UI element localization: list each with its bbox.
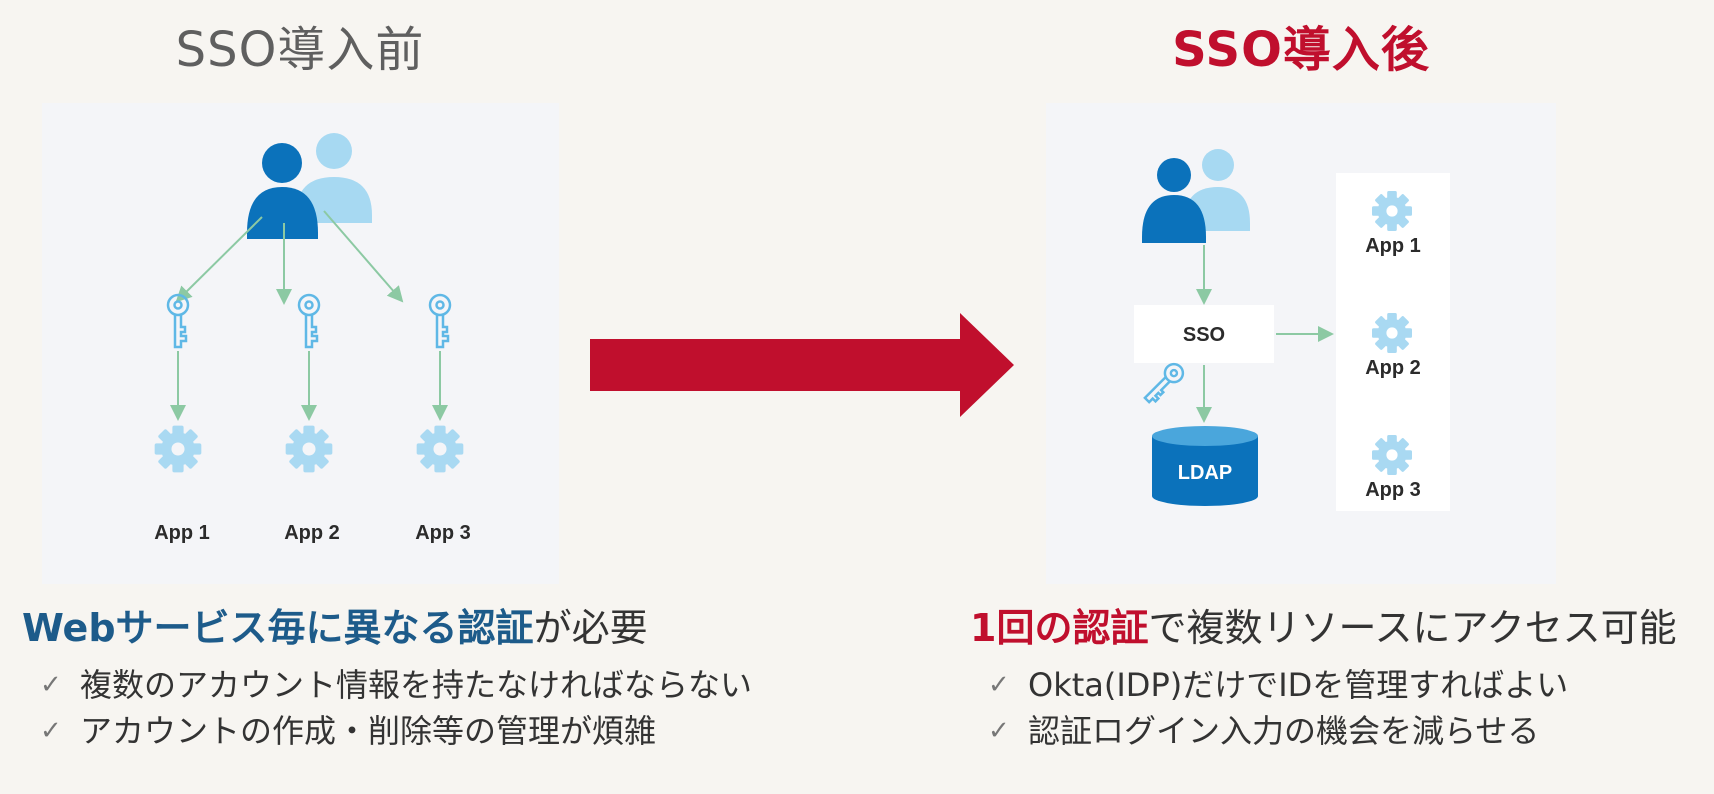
before-title: SSO導入前 [175, 22, 425, 78]
sso-label: SSO [1183, 324, 1225, 346]
gear-icon [154, 425, 202, 473]
app-label: App 1 [154, 522, 210, 544]
gear-icon [416, 425, 464, 473]
list-item: ✓ 認証ログイン入力の機会を減らせる [988, 708, 1568, 754]
before-headline: Webサービス毎に異なる認証が必要 [22, 602, 648, 654]
check-icon: ✓ [40, 670, 62, 700]
key-icon [297, 293, 321, 349]
database-icon [1152, 426, 1258, 506]
app-label: App 3 [415, 522, 471, 544]
check-icon: ✓ [40, 716, 62, 746]
app-label: App 3 [1365, 479, 1421, 501]
before-headline-strong-auth: 認証 [457, 606, 534, 650]
list-item: ✓ アカウントの作成・削除等の管理が煩雑 [40, 708, 752, 754]
key-icon [166, 293, 190, 349]
before-headline-strong: Webサービス毎に異なる [22, 606, 458, 650]
after-diagram: SSO LDAP App 1 App 2 App 3 [1046, 103, 1556, 584]
bullet-text: Okta(IDP)だけでIDを管理すればよい [1028, 666, 1569, 704]
after-headline: 1回の認証で複数リソースにアクセス可能 [970, 602, 1677, 654]
check-icon: ✓ [988, 716, 1010, 746]
before-headline-rest: が必要 [533, 606, 648, 650]
after-bullet-list: ✓ Okta(IDP)だけでIDを管理すればよい ✓ 認証ログイン入力の機会を減らせ… [988, 662, 1568, 754]
bullet-text: 複数のアカウント情報を持たなければならない [80, 666, 753, 704]
app-label: App 2 [284, 522, 340, 544]
bullet-text: アカウントの作成・削除等の管理が煩雑 [80, 712, 657, 750]
ldap-label: LDAP [1178, 462, 1232, 484]
after-headline-strong: 1回の認証 [970, 606, 1149, 650]
gear-icon [1372, 191, 1412, 231]
before-bullet-list: ✓ 複数のアカウント情報を持たなければならない ✓ アカウントの作成・削除等の管理が… [40, 662, 752, 754]
gear-icon [1372, 313, 1412, 353]
check-icon: ✓ [988, 670, 1010, 700]
gear-icon [285, 425, 333, 473]
users-icon [247, 133, 372, 239]
gear-icon [1372, 435, 1412, 475]
app-label: App 2 [1365, 357, 1421, 379]
app-label: App 1 [1365, 235, 1421, 257]
key-icon [1143, 362, 1185, 404]
bullet-text: 認証ログイン入力の機会を減らせる [1028, 712, 1540, 750]
before-diagram: App 1 App 2 App 3 [42, 103, 559, 584]
list-item: ✓ Okta(IDP)だけでIDを管理すればよい [988, 662, 1568, 708]
after-title: SSO導入後 [1172, 22, 1430, 78]
users-icon [1142, 149, 1250, 243]
list-item: ✓ 複数のアカウント情報を持たなければならない [40, 662, 752, 708]
sso-box [1134, 305, 1274, 363]
key-icon [428, 293, 452, 349]
after-headline-rest: で複数リソースにアクセス可能 [1148, 606, 1677, 650]
right-arrow-icon [590, 313, 1014, 421]
